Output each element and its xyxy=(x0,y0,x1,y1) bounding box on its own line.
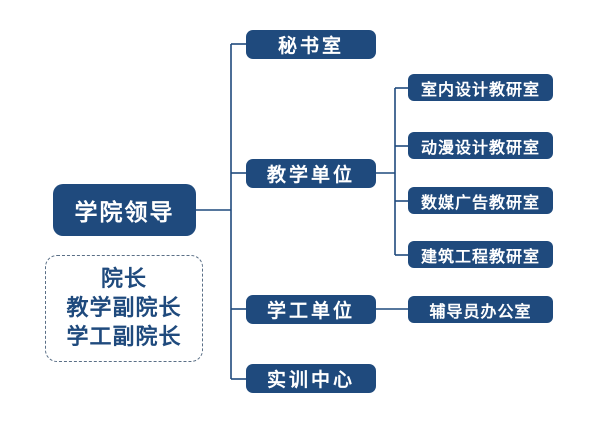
leader-teaching-vice-dean: 教学副院长 xyxy=(66,296,182,321)
leader-dean: 院长 xyxy=(100,267,147,292)
leader-student-vice-dean: 学工副院长 xyxy=(66,325,182,350)
node-digital-media-ad-dept: 数媒广告教研室 xyxy=(408,187,553,214)
node-counselor-office: 辅导员办公室 xyxy=(408,296,553,323)
node-interior-design-dept: 室内设计教研室 xyxy=(408,74,553,101)
leaders-list-box: 院长 教学副院长 学工副院长 xyxy=(45,255,203,362)
node-architecture-eng-dept: 建筑工程教研室 xyxy=(408,241,553,268)
node-secretary-office: 秘书室 xyxy=(246,30,376,59)
node-training-center: 实训中心 xyxy=(246,364,376,393)
root-node-college-leadership: 学院领导 xyxy=(53,184,196,236)
node-teaching-units: 教学单位 xyxy=(246,159,376,188)
node-student-affairs-units: 学工单位 xyxy=(246,295,376,324)
node-animation-design-dept: 动漫设计教研室 xyxy=(408,132,553,159)
